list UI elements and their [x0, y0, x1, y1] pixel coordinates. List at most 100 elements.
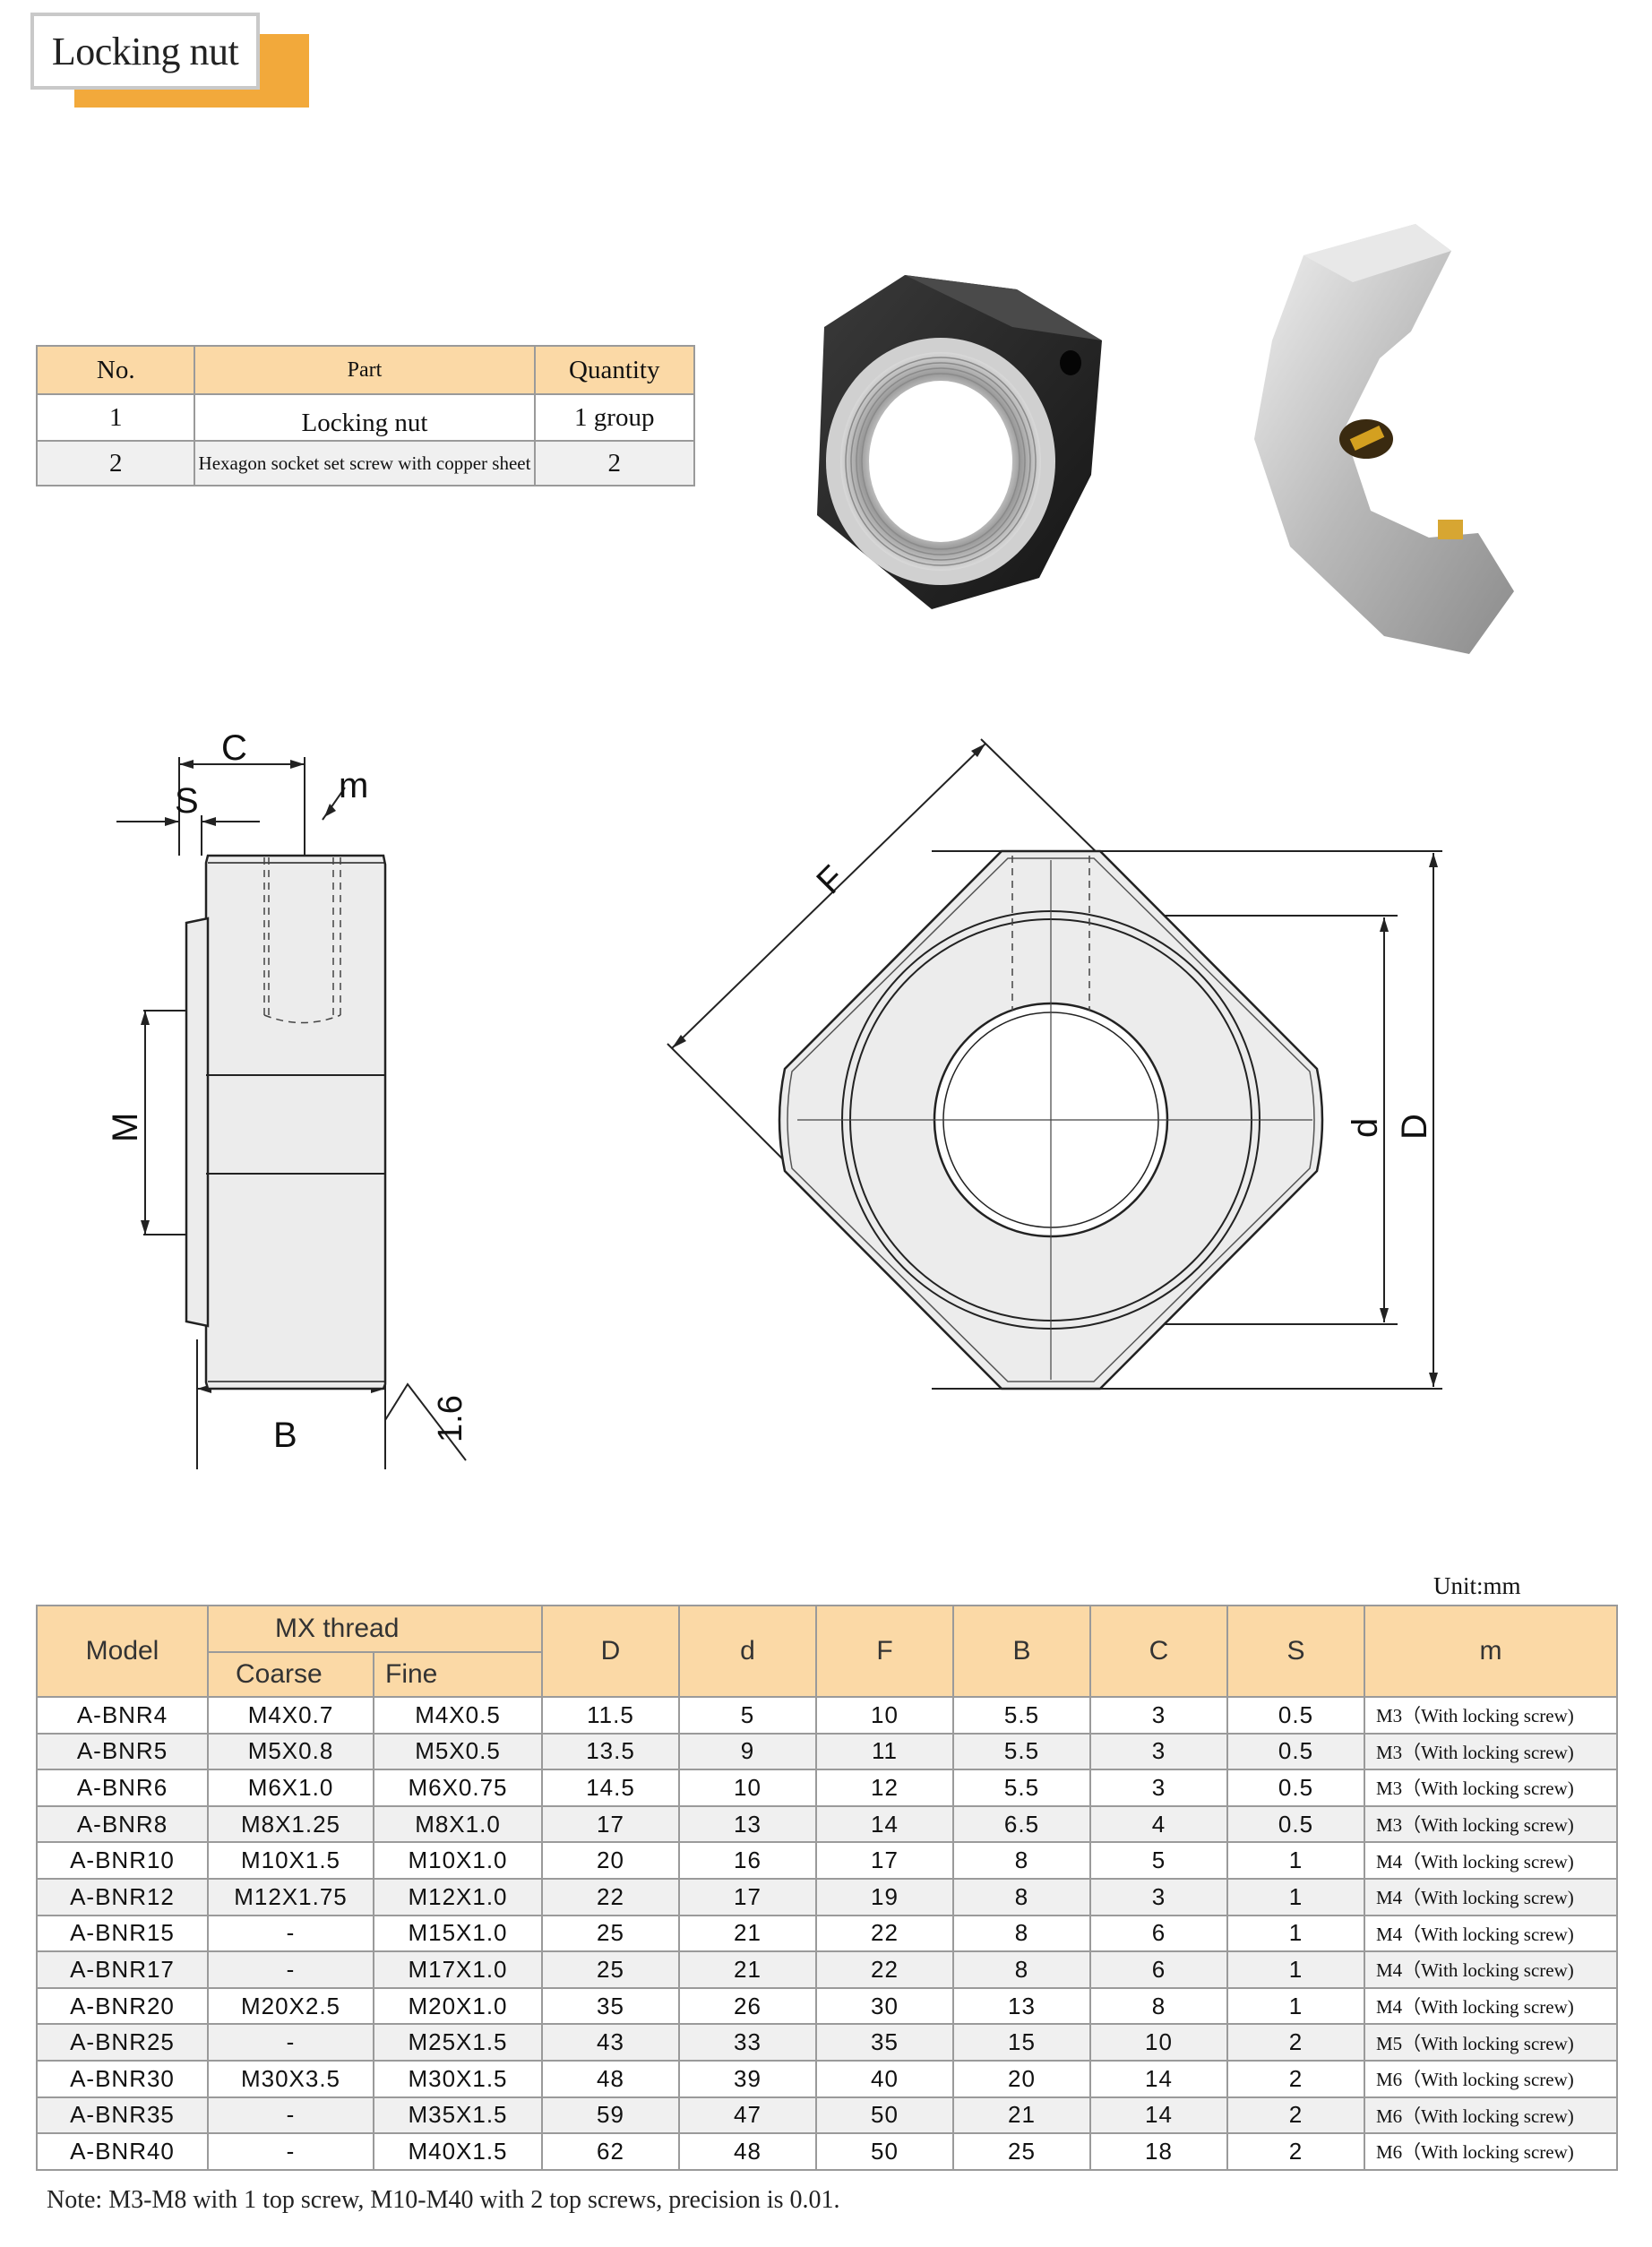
parts-row: 1 Locking nut 1 group: [35, 393, 695, 442]
cell-coarse: M6X1.0: [207, 1769, 374, 1807]
cell-d-inner: 9: [678, 1732, 817, 1771]
cell-d-outer: 48: [541, 2059, 680, 2098]
cell-model: A-BNR6: [36, 1769, 209, 1807]
cell-model: A-BNR17: [36, 1950, 209, 1989]
cell-d-inner: 48: [678, 2132, 817, 2171]
cell-c: 14: [1089, 2096, 1228, 2135]
cell-d-outer: 11.5: [541, 1696, 680, 1735]
cell-m: M3（With locking screw): [1364, 1696, 1618, 1735]
header-model: Model: [36, 1605, 209, 1698]
cell-c: 18: [1089, 2132, 1228, 2171]
cell-f: 22: [815, 1914, 954, 1953]
cell-s: 0.5: [1226, 1769, 1365, 1807]
parts-header-quantity: Quantity: [533, 345, 695, 395]
cell-m: M6（With locking screw): [1364, 2132, 1618, 2171]
cell-s: 1: [1226, 1914, 1365, 1953]
cell-model: A-BNR8: [36, 1804, 209, 1844]
cell-f: 22: [815, 1950, 954, 1989]
cell-coarse: -: [207, 2096, 374, 2135]
parts-table-header: No. Part Quantity: [35, 345, 695, 395]
cell-coarse: M5X0.8: [207, 1732, 374, 1771]
cell-c: 3: [1089, 1769, 1228, 1807]
header-d: d: [678, 1605, 817, 1698]
cell-d-outer: 22: [541, 1877, 680, 1916]
header-S: S: [1226, 1605, 1365, 1698]
cell-model: A-BNR25: [36, 2023, 209, 2062]
dim-label-S: S: [175, 781, 199, 821]
cell-fine: M10X1.0: [373, 1841, 543, 1880]
cell-fine: M4X0.5: [373, 1696, 543, 1735]
cell-d-inner: 33: [678, 2023, 817, 2062]
dim-label-d: d: [1346, 1118, 1385, 1138]
cell-f: 14: [815, 1804, 954, 1844]
parts-cell-qty: 2: [533, 440, 695, 486]
cutaway-nut-photo: [1254, 224, 1514, 654]
cell-s: 2: [1226, 2059, 1365, 2098]
cell-f: 35: [815, 2023, 954, 2062]
cell-coarse: -: [207, 1914, 374, 1953]
parts-cell-no: 2: [35, 440, 196, 486]
cell-model: A-BNR10: [36, 1841, 209, 1880]
cell-f: 10: [815, 1696, 954, 1735]
dim-label-D: D: [1395, 1114, 1434, 1140]
cell-s: 1: [1226, 1877, 1365, 1916]
cell-c: 10: [1089, 2023, 1228, 2062]
cell-d-inner: 21: [678, 1914, 817, 1953]
header-D: D: [541, 1605, 680, 1698]
cell-fine: M6X0.75: [373, 1769, 543, 1807]
parts-row: 2 Hexagon socket set screw with copper s…: [35, 440, 695, 486]
cell-b: 8: [952, 1841, 1091, 1880]
spec-header-row: Model MX thread D d F B C S m: [36, 1605, 1618, 1698]
cell-coarse: M10X1.5: [207, 1841, 374, 1880]
dim-label-C: C: [221, 730, 247, 768]
cell-c: 3: [1089, 1877, 1228, 1916]
cell-d-inner: 13: [678, 1804, 817, 1844]
cell-coarse: M30X3.5: [207, 2059, 374, 2098]
cell-s: 0.5: [1226, 1732, 1365, 1771]
cell-fine: M5X0.5: [373, 1732, 543, 1771]
cell-model: A-BNR35: [36, 2096, 209, 2135]
cell-s: 2: [1226, 2096, 1365, 2135]
cell-fine: M30X1.5: [373, 2059, 543, 2098]
cell-b: 15: [952, 2023, 1091, 2062]
cell-b: 8: [952, 1950, 1091, 1989]
cell-f: 30: [815, 1986, 954, 2026]
cell-fine: M35X1.5: [373, 2096, 543, 2135]
cell-model: A-BNR12: [36, 1877, 209, 1916]
cell-m: M4（With locking screw): [1364, 1914, 1618, 1953]
dim-label-B: B: [273, 1416, 297, 1455]
unit-label: Unit:mm: [1433, 1572, 1521, 1599]
locking-nut-photo: [817, 275, 1102, 609]
cell-f: 12: [815, 1769, 954, 1807]
cell-s: 1: [1226, 1950, 1365, 1989]
cell-fine: M40X1.5: [373, 2132, 543, 2171]
cell-c: 3: [1089, 1732, 1228, 1771]
cell-c: 6: [1089, 1950, 1228, 1989]
cell-coarse: M4X0.7: [207, 1696, 374, 1735]
cell-d-inner: 47: [678, 2096, 817, 2135]
cell-model: A-BNR20: [36, 1986, 209, 2026]
dim-label-m: m: [339, 766, 368, 805]
cell-m: M3（With locking screw): [1364, 1804, 1618, 1844]
cell-m: M6（With locking screw): [1364, 2059, 1618, 2098]
header-coarse: Coarse: [207, 1651, 374, 1698]
cell-model: A-BNR5: [36, 1732, 209, 1771]
parts-cell-part: Hexagon socket set screw with copper she…: [194, 440, 536, 486]
cell-m: M3（With locking screw): [1364, 1732, 1618, 1771]
cell-d-inner: 39: [678, 2059, 817, 2098]
header-B: B: [952, 1605, 1091, 1698]
cell-f: 19: [815, 1877, 954, 1916]
cell-d-outer: 20: [541, 1841, 680, 1880]
cell-d-inner: 16: [678, 1841, 817, 1880]
cell-b: 13: [952, 1986, 1091, 2026]
cell-fine: M12X1.0: [373, 1877, 543, 1916]
cell-b: 20: [952, 2059, 1091, 2098]
cell-d-outer: 43: [541, 2023, 680, 2062]
cell-coarse: M20X2.5: [207, 1986, 374, 2026]
header-C: C: [1089, 1605, 1228, 1698]
